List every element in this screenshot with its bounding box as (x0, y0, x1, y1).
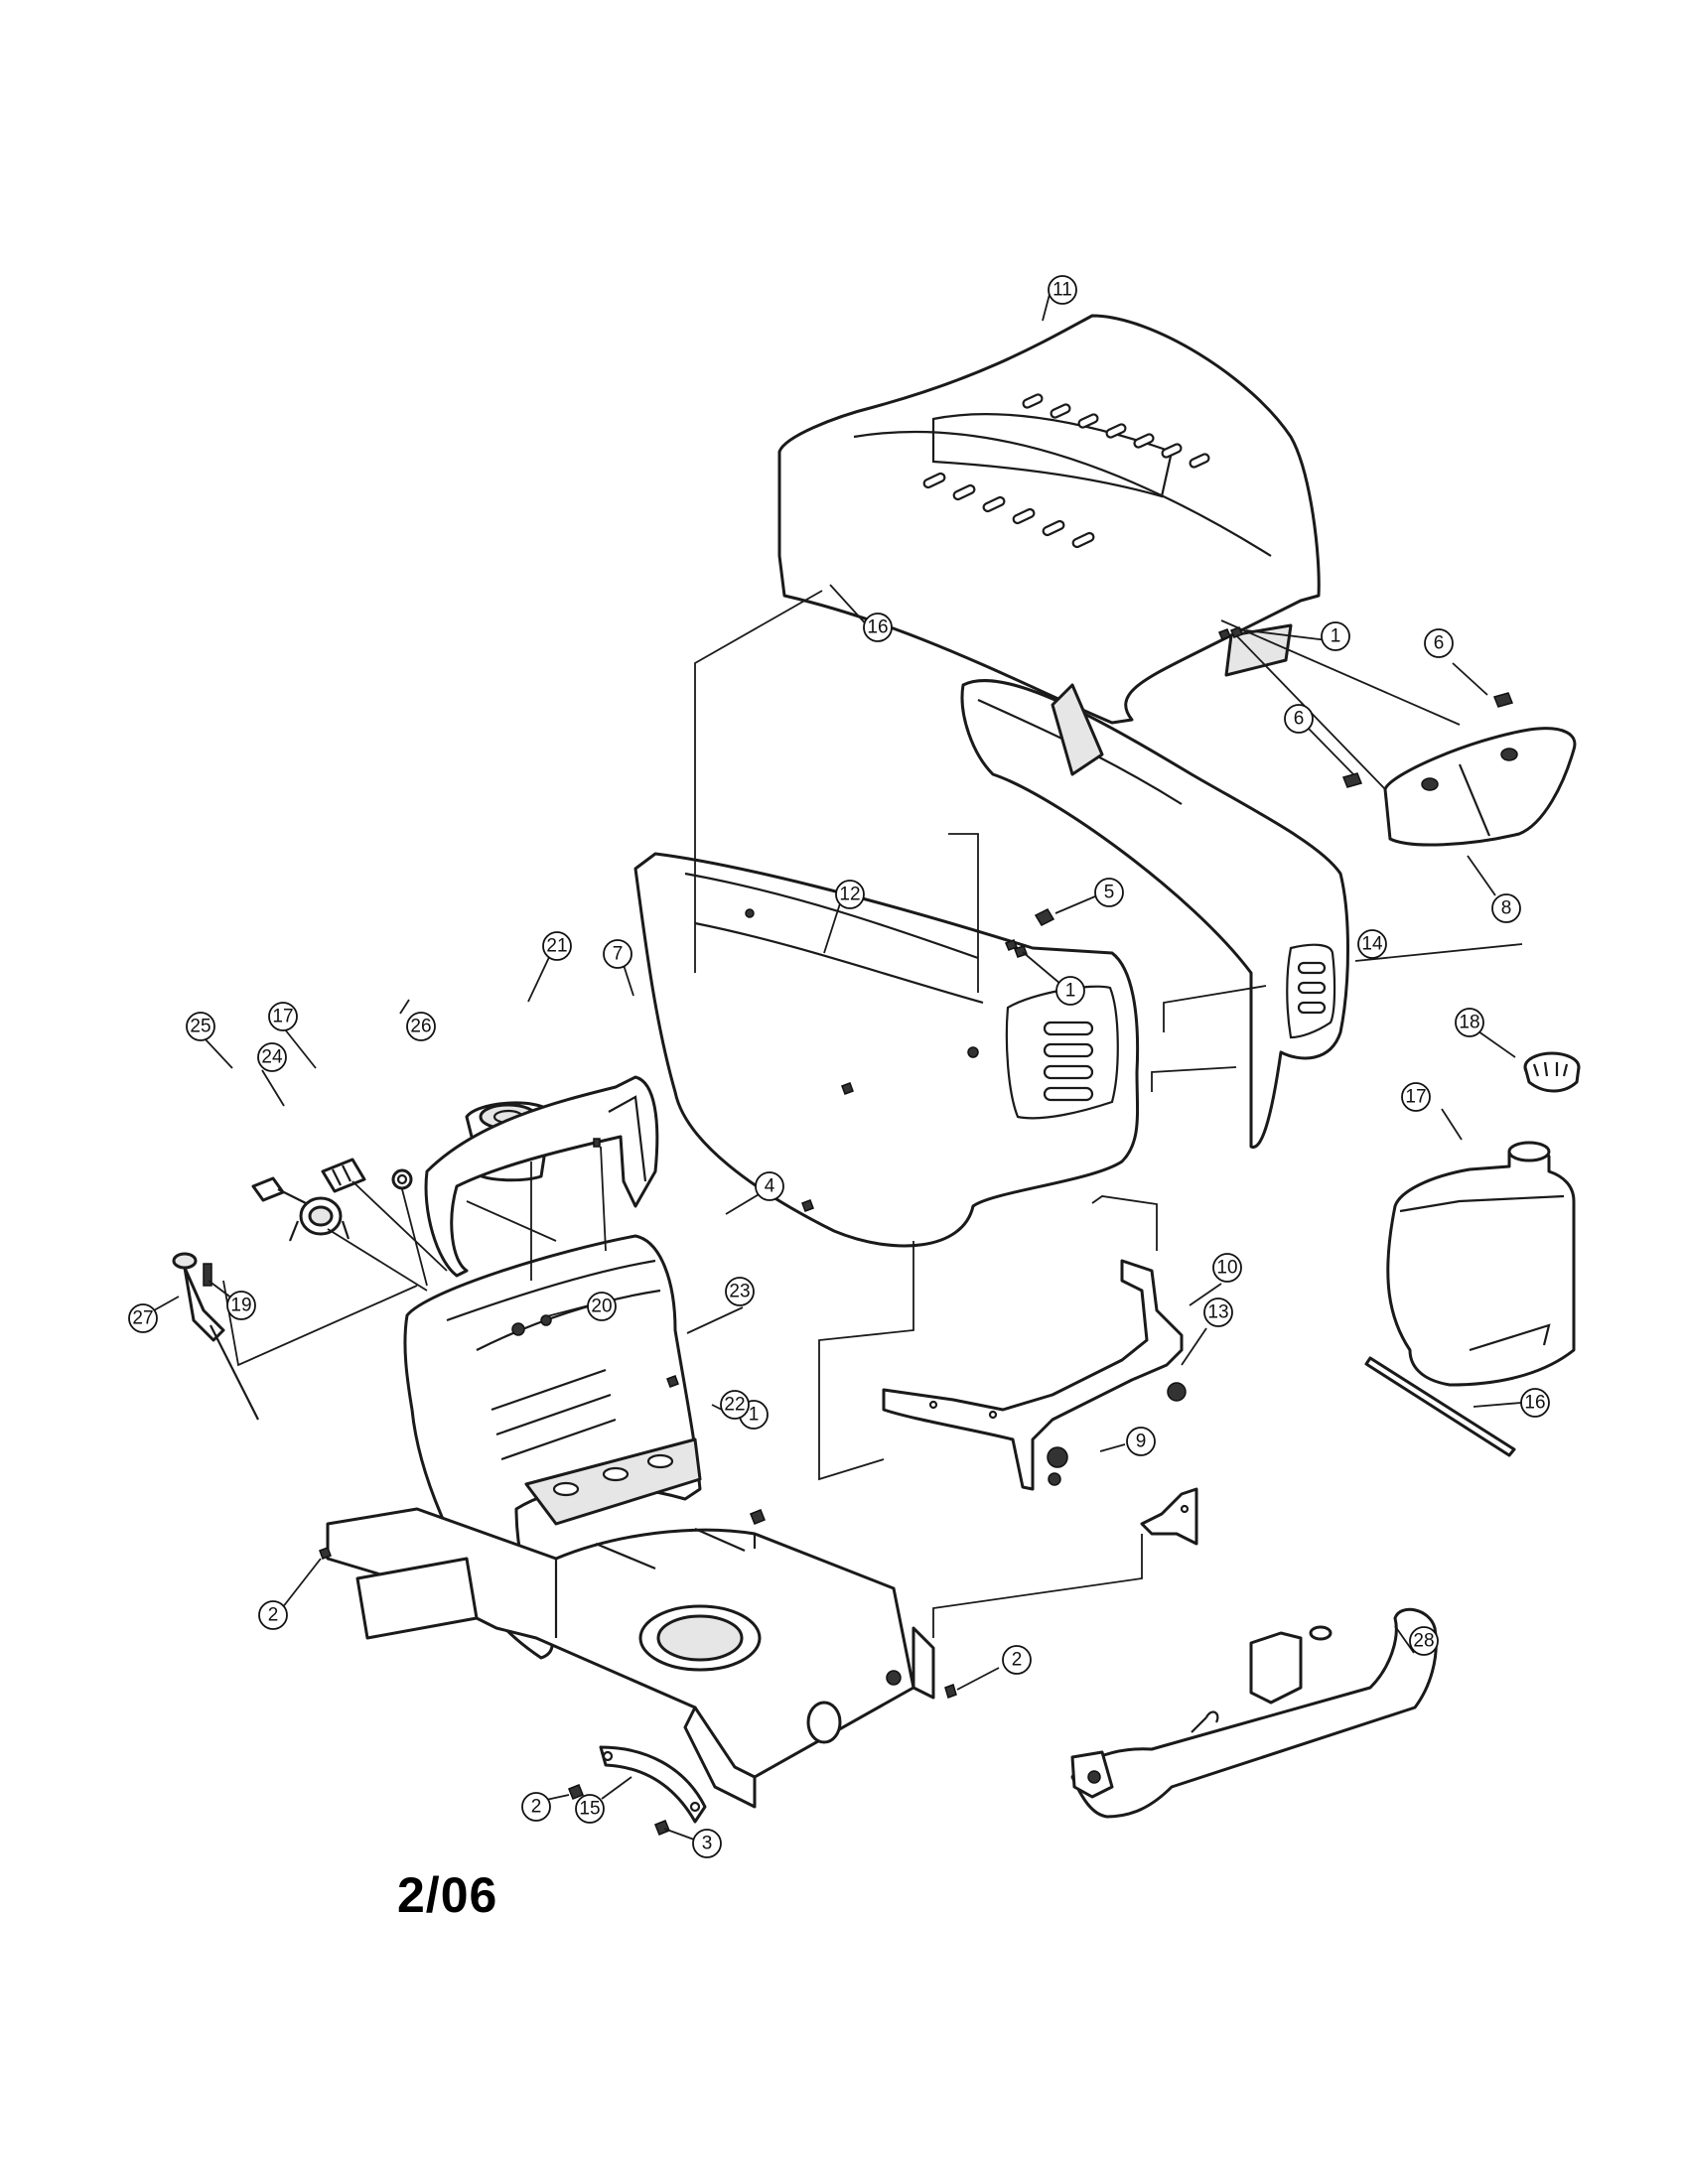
callout-frame-bolt-right: 2 (1002, 1645, 1032, 1675)
ignition-switch-part (288, 1196, 351, 1242)
small-hardware (319, 626, 1243, 1836)
callout-dash-support: 22 (720, 1390, 750, 1420)
svg-text:2: 2 (268, 1605, 279, 1626)
svg-text:28: 28 (1413, 1631, 1434, 1652)
callout-dash-panel: 23 (725, 1277, 755, 1306)
callout-hood-screws: 1 (1321, 621, 1350, 651)
side-panel-part (960, 679, 1349, 1149)
hood-part (777, 314, 1321, 725)
tow-bracket-part (599, 1745, 707, 1824)
callout-throttle-control: 27 (128, 1303, 158, 1333)
svg-text:1: 1 (1331, 626, 1341, 647)
callout-dash-grommet: 17 (268, 1002, 298, 1031)
svg-text:18: 18 (1459, 1013, 1479, 1033)
callout-side-panel: 14 (1357, 929, 1387, 959)
callout-grille-panel: 12 (835, 880, 865, 909)
callout-dash-screws: 20 (587, 1292, 617, 1321)
callout-tow-bracket-bolt: 2 (521, 1792, 551, 1822)
svg-text:27: 27 (132, 1308, 153, 1329)
svg-text:17: 17 (272, 1007, 293, 1027)
dash-nut-part (391, 1168, 413, 1190)
svg-text:22: 22 (724, 1395, 745, 1416)
callout-hood-pivot-bracket: 10 (1212, 1253, 1242, 1283)
callout-grille-clip: 5 (1094, 878, 1124, 907)
callout-frame-bolt-left: 2 (258, 1600, 288, 1630)
callout-tow-bracket: 15 (575, 1794, 605, 1824)
callout-headlight-lens: 8 (1491, 893, 1521, 923)
callout-support-bracket: 13 (1203, 1297, 1233, 1327)
svg-text:17: 17 (1405, 1087, 1426, 1108)
callout-ignition-key: 25 (186, 1012, 215, 1041)
callout-hood-screw-front: 4 (755, 1171, 784, 1201)
grille-clip-part (1005, 908, 1055, 951)
svg-text:26: 26 (410, 1017, 431, 1037)
callout-pivot-bolt: 9 (1126, 1427, 1156, 1456)
hood-vents (922, 393, 1210, 549)
svg-text:11: 11 (1052, 280, 1072, 301)
callout-dash-bracket: 7 (603, 939, 632, 969)
svg-text:14: 14 (1361, 934, 1383, 955)
callout-cable-tie: 16 (1520, 1388, 1550, 1418)
cable-tie-part (1364, 1356, 1516, 1457)
headlight-lens-part (1383, 727, 1577, 847)
front-bumper-part (1070, 1607, 1438, 1819)
svg-text:21: 21 (546, 936, 567, 957)
hood-pivot-bracket-part (882, 1259, 1187, 1491)
svg-text:10: 10 (1216, 1258, 1237, 1279)
svg-text:3: 3 (702, 1834, 713, 1854)
svg-text:23: 23 (729, 1282, 750, 1302)
svg-text:16: 16 (1524, 1393, 1545, 1414)
throttle-control-part (172, 1252, 259, 1421)
callout-fuel-cap: 18 (1455, 1008, 1484, 1037)
svg-text:4: 4 (765, 1176, 775, 1197)
callout-dash-nut: 26 (406, 1012, 436, 1041)
callout-ignition-switch: 24 (257, 1042, 287, 1072)
svg-text:15: 15 (579, 1799, 600, 1820)
svg-text:6: 6 (1434, 633, 1445, 654)
svg-text:13: 13 (1207, 1302, 1228, 1323)
callout-fuel-tank: 17 (1401, 1082, 1431, 1112)
svg-text:1: 1 (1065, 981, 1076, 1002)
svg-text:1: 1 (749, 1405, 760, 1426)
grille-panel-part (633, 852, 1140, 1248)
svg-text:12: 12 (839, 885, 860, 905)
callout-front-bumper: 28 (1409, 1626, 1439, 1656)
callout-tow-bracket-screw: 3 (692, 1829, 722, 1858)
dash-support-part (524, 1437, 702, 1526)
date-code: 2/06 (397, 1867, 498, 1923)
svg-text:20: 20 (591, 1297, 612, 1317)
fuel-cap-part (1523, 1051, 1581, 1093)
callout-grille-screw: 1 (1055, 976, 1085, 1006)
svg-text:24: 24 (261, 1047, 283, 1068)
callout-hood-clip: 16 (863, 613, 893, 642)
frame-part (326, 1507, 935, 1809)
callout-headlight-bolt-lower: 6 (1284, 704, 1314, 734)
svg-text:6: 6 (1294, 709, 1305, 730)
callout-throttle-knob-screw: 19 (226, 1291, 256, 1320)
dash-bracket-part (424, 1075, 659, 1278)
support-bracket-part (1140, 1487, 1198, 1546)
grille-slots (1043, 1021, 1094, 1102)
svg-text:25: 25 (190, 1017, 210, 1037)
svg-text:9: 9 (1136, 1432, 1147, 1452)
svg-text:8: 8 (1501, 898, 1512, 919)
svg-text:2: 2 (531, 1797, 542, 1818)
svg-text:7: 7 (613, 944, 624, 965)
svg-text:16: 16 (867, 617, 888, 638)
callout-hood: 11 (1048, 275, 1077, 305)
svg-text:2: 2 (1012, 1650, 1023, 1671)
ignition-key-part (251, 1176, 307, 1204)
fuel-tank-part (1386, 1141, 1576, 1387)
svg-text:5: 5 (1104, 883, 1115, 903)
leader-lines (153, 282, 1523, 1841)
headlight-bolts (1341, 692, 1514, 788)
svg-text:19: 19 (230, 1296, 251, 1316)
callout-dash-cover: 21 (542, 931, 572, 961)
callout-headlight-bolt-upper: 6 (1424, 628, 1454, 658)
